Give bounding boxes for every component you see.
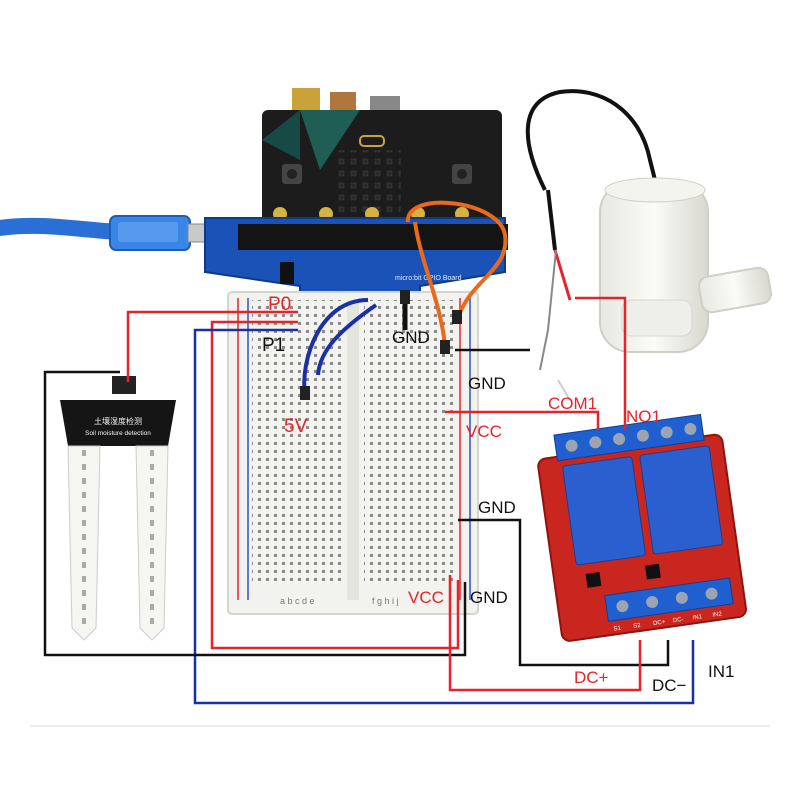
label-gnd-top: GND [468, 374, 506, 393]
label-vcc-top: VCC [466, 422, 502, 441]
label-in1: IN1 [708, 662, 735, 681]
label-gnd-board: GND [392, 328, 430, 347]
label-dc-plus: DC+ [574, 668, 609, 687]
label-vcc-bottom: VCC [408, 588, 444, 607]
breadboard-letters-right: f g h i j [372, 596, 399, 606]
label-p1: P1 [262, 335, 286, 356]
relay-bottom-terminal-0: S1 [613, 626, 622, 633]
breadboard-icon: a b c d e f g h i j [227, 291, 479, 615]
relay-bottom-terminal-5: IN2 [712, 611, 723, 618]
label-p0: P0 [268, 294, 292, 315]
breadboard-letters: a b c d e [280, 596, 315, 606]
jumper-wires [300, 200, 508, 400]
relay-bottom-terminal-3: DC- [673, 617, 684, 624]
label-no1: NO1 [626, 407, 661, 426]
microbit-icon [262, 88, 502, 222]
relay-top-terminal-0: COM1 [561, 423, 580, 431]
relay-bottom-terminal-1: S2 [633, 623, 642, 630]
relay-top-terminal-2: NC1 [608, 417, 621, 425]
label-gnd-bottom: GND [470, 588, 508, 607]
label-5v: 5V [284, 416, 308, 437]
water-pump-icon [525, 89, 773, 371]
label-com1: COM1 [548, 394, 598, 413]
relay-top-terminal-1: NO1 [584, 420, 598, 428]
relay-top-terminal-3: COM2 [632, 413, 651, 421]
connection-lines [43, 296, 695, 705]
usb-cable-icon [0, 215, 223, 251]
soil-sensor-icon: 土壤湿度检测 Soil moisture detection [60, 376, 176, 641]
relay-bottom-terminal-2: DC+ [653, 619, 666, 627]
sensor-chinese-title: 土壤湿度检测 [94, 416, 142, 426]
relay-top-terminal-5: NC2 [679, 407, 692, 415]
sensor-english-title: Soil moisture detection [85, 430, 151, 437]
relay-top-terminal-4: NO2 [656, 410, 670, 418]
label-gnd-mid: GND [478, 498, 516, 517]
relay-bottom-terminal-4: IN1 [692, 614, 703, 621]
label-dc-minus: DC− [652, 676, 687, 695]
